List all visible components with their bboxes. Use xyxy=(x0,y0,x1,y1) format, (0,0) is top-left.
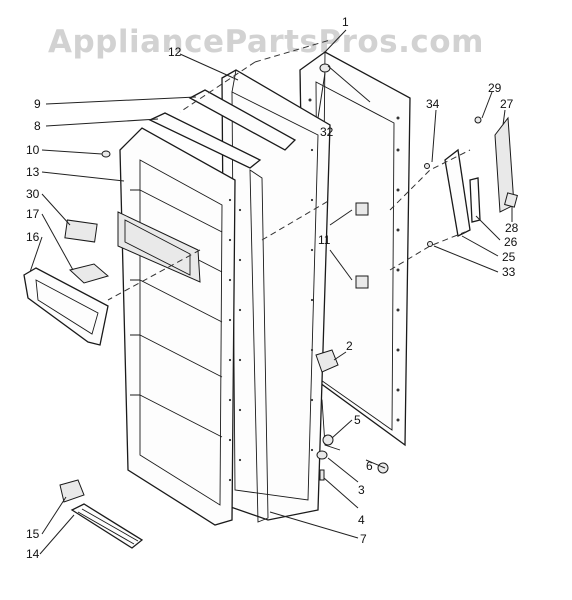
breaker-trim xyxy=(101,89,297,169)
callout-2: 2 xyxy=(346,339,353,353)
part-14-grille xyxy=(70,503,144,549)
callout-labels: 1 12 9 8 32 10 13 30 17 16 34 29 27 11 2… xyxy=(26,15,519,561)
callout-34: 34 xyxy=(426,97,440,111)
part-3-bushing xyxy=(316,450,328,460)
callout-33: 33 xyxy=(502,265,516,279)
alignment-lines xyxy=(107,39,471,301)
callout-4: 4 xyxy=(358,513,365,527)
callout-17: 17 xyxy=(26,207,40,221)
handle-assembly xyxy=(424,116,518,247)
inner-door-liner xyxy=(117,127,236,526)
watermark-text: AppliancePartsPros.com xyxy=(48,24,484,60)
callout-3: 3 xyxy=(358,483,365,497)
callout-30: 30 xyxy=(26,187,40,201)
callout-5: 5 xyxy=(354,413,361,427)
part-2-hinge-bracket xyxy=(315,349,339,373)
callout-26: 26 xyxy=(504,235,518,249)
callout-32: 32 xyxy=(320,125,334,139)
part-17-cup xyxy=(68,263,110,284)
part-5-washer xyxy=(322,434,334,446)
part-16-dispenser-tray xyxy=(23,267,109,346)
callout-16: 16 xyxy=(26,230,40,244)
callout-10: 10 xyxy=(26,143,40,157)
callout-28: 28 xyxy=(505,221,519,235)
callout-14: 14 xyxy=(26,547,40,561)
part-30-label-plate xyxy=(64,219,98,243)
callout-7: 7 xyxy=(360,532,367,546)
callout-11: 11 xyxy=(318,233,331,247)
part-6-cap xyxy=(377,462,389,474)
callout-29: 29 xyxy=(488,81,502,95)
callout-25: 25 xyxy=(502,250,516,264)
callout-9: 9 xyxy=(34,97,41,111)
callout-1: 1 xyxy=(342,15,349,29)
callout-15: 15 xyxy=(26,527,40,541)
callout-12: 12 xyxy=(168,45,182,59)
part-15-hinge-cover xyxy=(59,479,85,503)
callout-27: 27 xyxy=(500,97,514,111)
callout-13: 13 xyxy=(26,165,40,179)
leader-lines xyxy=(29,29,513,555)
part-4-screw xyxy=(319,469,325,481)
callout-6: 6 xyxy=(366,459,373,473)
callout-8: 8 xyxy=(34,119,41,133)
